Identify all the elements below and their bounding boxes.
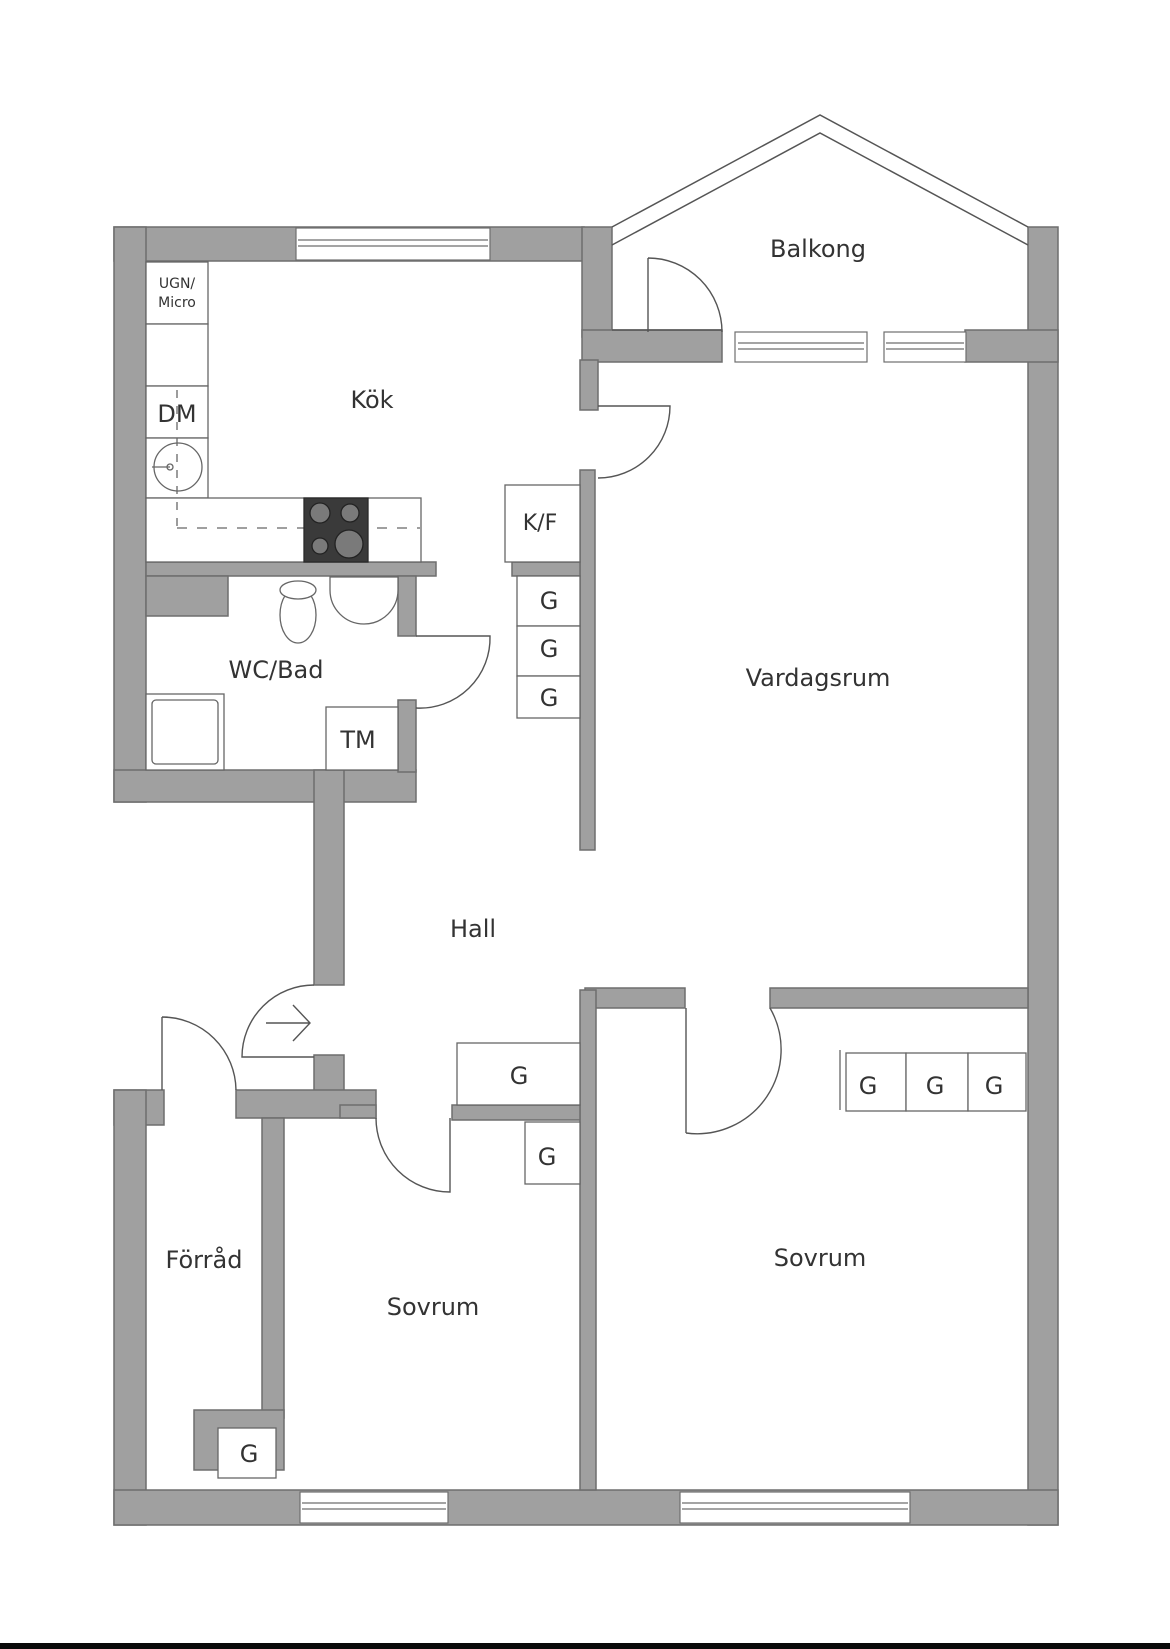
label-g: G (510, 1062, 529, 1090)
doors (161, 257, 782, 1193)
bathroom-fixtures (145, 576, 399, 771)
walls (113, 226, 1059, 1526)
room-labels: Kök Balkong Vardagsrum WC/Bad Hall Förrå… (166, 235, 891, 1321)
label-g: G (926, 1072, 945, 1100)
bottom-border (0, 1643, 1170, 1649)
windows (295, 227, 967, 1524)
room-label-forrad: Förråd (166, 1245, 243, 1274)
wardrobes (217, 575, 1027, 1479)
label-kf: K/F (523, 511, 558, 536)
label-dm: DM (157, 400, 196, 428)
room-label-balkong: Balkong (770, 235, 866, 263)
label-g: G (240, 1440, 259, 1468)
label-g: G (538, 1143, 557, 1171)
room-label-sovrum-small: Sovrum (387, 1293, 480, 1321)
room-label-vardagsrum: Vardagsrum (746, 664, 891, 692)
label-micro: Micro (158, 295, 196, 311)
fixture-labels: UGN/ Micro DM K/F TM G G G G G G G G G (157, 276, 1003, 1468)
label-g: G (985, 1072, 1004, 1100)
room-label-sovrum-large: Sovrum (774, 1244, 867, 1272)
label-ugn: UGN/ (159, 276, 196, 292)
room-label-hall: Hall (450, 915, 496, 943)
label-tm: TM (339, 726, 375, 754)
balcony-railing (611, 114, 1029, 331)
kitchen-fixtures (145, 261, 581, 563)
label-g: G (540, 635, 559, 663)
shower-icon (151, 699, 219, 765)
room-label-kok: Kök (350, 386, 393, 414)
label-g: G (859, 1072, 878, 1100)
room-label-wc-bad: WC/Bad (229, 656, 324, 684)
label-g: G (540, 587, 559, 615)
sink-icon (329, 576, 399, 625)
label-g: G (540, 684, 559, 712)
